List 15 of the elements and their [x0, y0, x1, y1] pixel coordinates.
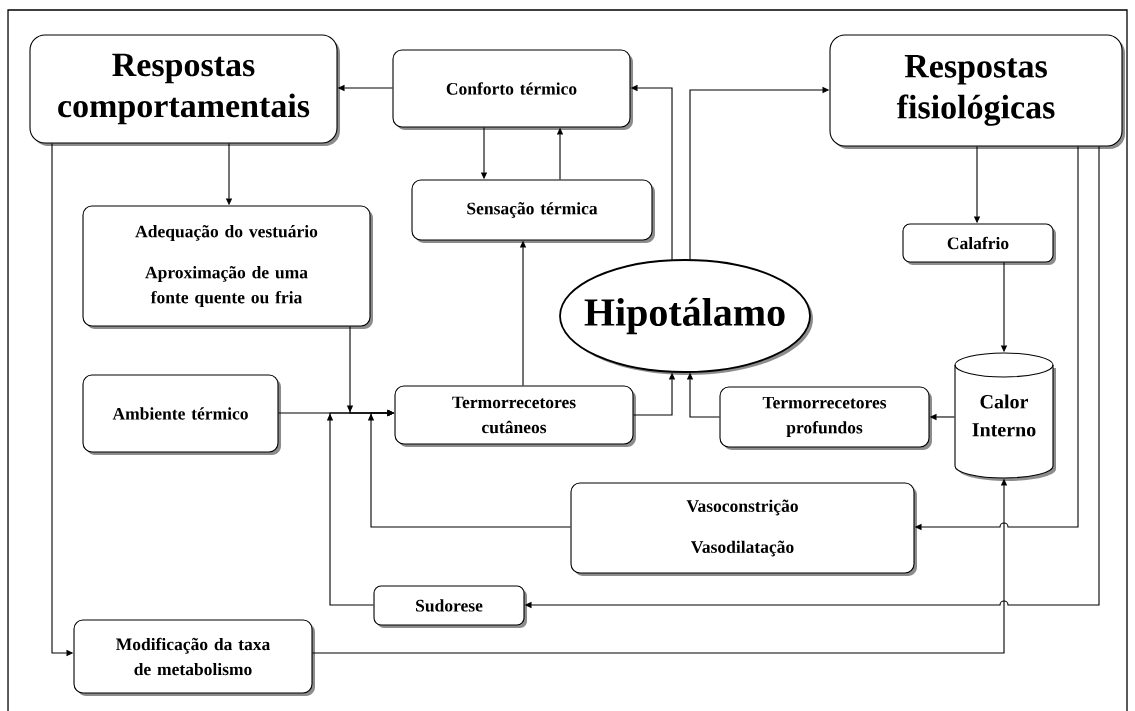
- arrow: [367, 409, 571, 528]
- process-box: Sudorese: [373, 585, 527, 628]
- process-box: Modificação da taxa de metabolismo: [73, 619, 315, 696]
- ellipse-node: Hipotálamo: [559, 259, 813, 375]
- process-box: Calafrio: [902, 223, 1056, 265]
- process-box: Sensação térmica: [411, 179, 655, 243]
- process-box: Termorrecetores profundos: [719, 386, 932, 450]
- process-box: Respostas fisiológicas: [829, 34, 1125, 149]
- process-box: Termorrecetores cutâneos: [394, 385, 636, 447]
- process-box: Vasoconstrição Vasodilatação: [570, 482, 917, 576]
- process-box: Ambiente térmico: [82, 374, 281, 455]
- process-box: Adequação do vestuário Aproximação de uma fonte quente ou fria: [82, 205, 373, 329]
- cylinder-node: Calor Interno: [954, 352, 1056, 481]
- process-box: Respostas comportamentais: [29, 34, 340, 146]
- process-box: Conforto térmico: [392, 49, 633, 130]
